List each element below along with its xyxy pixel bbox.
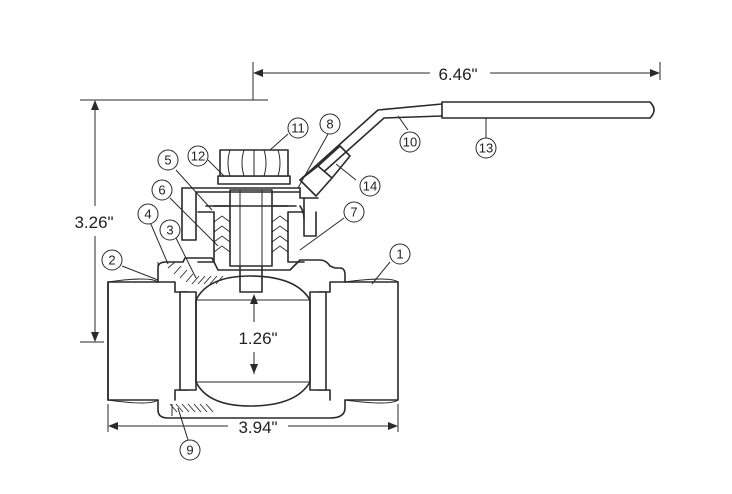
callout-10: 10 [399, 131, 421, 153]
callout-12-number: 12 [191, 149, 205, 164]
callout-8-number: 8 [326, 117, 333, 132]
body-length-dimension: 3.94" [238, 418, 277, 437]
callout-2: 2 [101, 249, 123, 271]
callout-11-number: 11 [291, 121, 305, 136]
callout-8: 8 [319, 113, 341, 135]
callout-9: 9 [179, 439, 201, 461]
callout-4-number: 4 [144, 207, 151, 222]
callout-1-number: 1 [396, 247, 403, 262]
callout-leaders [121, 115, 487, 441]
handle [299, 101, 655, 197]
callout-5-number: 5 [164, 153, 171, 168]
callout-3: 3 [159, 219, 181, 241]
callout-11: 11 [287, 117, 309, 139]
callout-7: 7 [343, 201, 365, 223]
callout-7-number: 7 [350, 205, 357, 220]
valve-body [107, 257, 399, 419]
callout-12: 12 [187, 145, 209, 167]
callout-2-number: 2 [108, 253, 115, 268]
callout-9-number: 9 [186, 443, 193, 458]
bore-dimension: 1.26" [238, 329, 277, 348]
callout-5: 5 [157, 149, 179, 171]
callout-13: 13 [475, 137, 497, 159]
callout-14: 14 [359, 175, 381, 197]
callout-1: 1 [389, 243, 411, 265]
height-dimension: 3.26" [74, 213, 113, 232]
callout-3-number: 3 [166, 223, 173, 238]
callout-6: 6 [151, 179, 173, 201]
callout-13-number: 13 [479, 141, 493, 156]
dimension-lines [80, 62, 661, 432]
ball [195, 275, 311, 407]
callout-14-number: 14 [363, 179, 377, 194]
callout-10-number: 10 [403, 135, 417, 150]
stem-assembly [181, 149, 319, 293]
handle-length-dimension: 6.46" [438, 65, 477, 84]
callout-6-number: 6 [158, 183, 165, 198]
callout-4: 4 [137, 203, 159, 225]
